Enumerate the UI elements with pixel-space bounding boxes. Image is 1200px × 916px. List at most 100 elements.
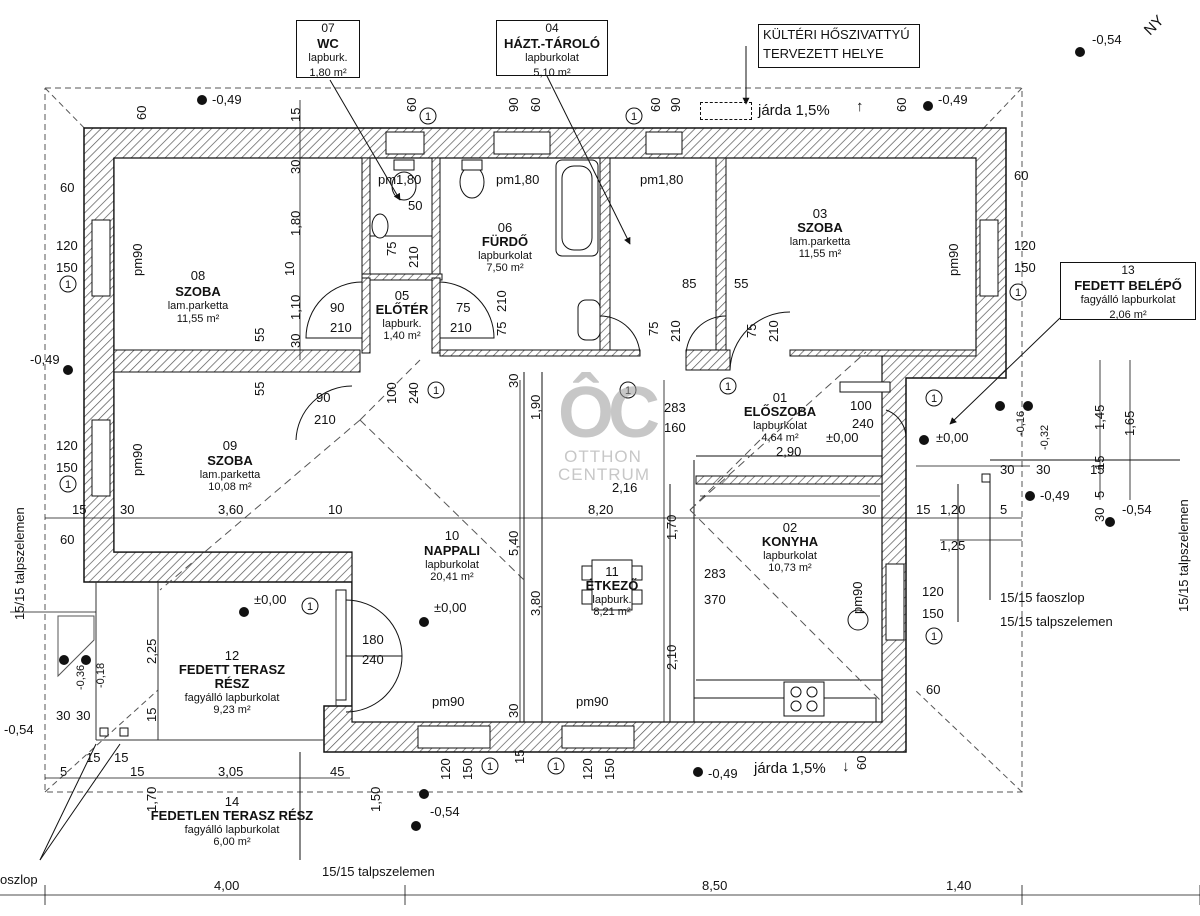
axis-number: 1 [625, 385, 631, 397]
axis-number: 1 [553, 761, 559, 773]
dim-value: 60 [60, 180, 74, 195]
dim-value: 210 [450, 320, 472, 335]
dim-value: 150 [460, 758, 475, 780]
level-value: -0,49 [938, 92, 968, 107]
room-06-no: 06 [498, 220, 512, 235]
level-value: -0,54 [1122, 502, 1152, 517]
dim-value: 15 [144, 708, 159, 722]
axis-number: 1 [425, 111, 431, 123]
dim-value: 240 [406, 382, 421, 404]
dim-value: 85 [682, 276, 696, 291]
doors [295, 281, 907, 713]
axis-number: 1 [433, 385, 439, 397]
dim-value: 100 [850, 398, 872, 413]
dim-value: 2,90 [776, 444, 801, 459]
dim-value: 1,90 [528, 395, 543, 420]
dim-value: 75 [384, 242, 399, 256]
dim-value: 60 [926, 682, 940, 697]
dim-value: 45 [330, 764, 344, 779]
dim-value: 30 [1092, 508, 1107, 522]
callout-tarolo-no: 04 [545, 21, 559, 35]
dim-value: 50 [408, 198, 422, 213]
level-value: -0,36 [75, 665, 87, 690]
dim-value: 15 [1092, 456, 1107, 470]
level-value: -0,54 [1092, 32, 1122, 47]
room-11-name: ÉTKEZŐ [586, 578, 639, 593]
dim-value: 55 [252, 382, 267, 396]
room-03-name: SZOBA [797, 220, 843, 235]
callout-heatpump-line2: TERVEZETT HELYE [763, 46, 884, 61]
dim-value: 120 [56, 438, 78, 453]
level-value: -0,54 [4, 722, 34, 737]
dim-value: 15 [86, 750, 100, 765]
callout-tarolo-finish: lapburkolat [525, 52, 579, 64]
dim-value: 60 [1014, 168, 1028, 183]
room-02-name: KONYHA [762, 534, 819, 549]
corner-label: NY [1141, 12, 1168, 39]
dim-value: 8,20 [588, 502, 613, 517]
level-markers [59, 47, 1115, 831]
room-08-finish: lam.parketta [168, 300, 229, 312]
room-10-name: NAPPALI [424, 543, 480, 558]
dim-value: 3,80 [528, 591, 543, 616]
room-14-name: FEDETLEN TERASZ RÉSZ [151, 808, 314, 823]
dim-value: 150 [602, 758, 617, 780]
dim-value: 120 [56, 238, 78, 253]
window-mark: pm90 [130, 243, 145, 276]
room-01-area: 4,64 m² [761, 432, 799, 444]
room-11-area: 8,21 m² [593, 606, 631, 618]
level-value: -0,54 [430, 804, 460, 819]
callout-wc-finish: lapburk. [308, 52, 348, 64]
talp-right-vertical: 15/15 talpszelemen [1176, 499, 1191, 612]
dim-value: 30 [1036, 462, 1050, 477]
dim-value: 5 [1000, 502, 1007, 517]
room-09-area: 10,08 m² [208, 481, 252, 493]
dim-value: 90 [316, 390, 330, 405]
dim-value: 1,10 [288, 295, 303, 320]
callout-heatpump-line1: KÜLTÉRI HŐSZIVATTYÚ [763, 27, 910, 42]
dim-value: 1,70 [144, 787, 159, 812]
room-01-no: 01 [773, 390, 787, 405]
interior [113, 157, 977, 723]
window-mark: pm90 [432, 694, 465, 709]
thin-lines [335, 235, 882, 723]
dim-value: 180 [362, 632, 384, 647]
dim-value: 15 [114, 750, 128, 765]
dim-value: 1,50 [368, 787, 383, 812]
dim-value: 210 [494, 290, 509, 312]
dim-value: 160 [664, 420, 686, 435]
room-03-area: 11,55 m² [799, 248, 842, 260]
dim-value: 150 [922, 606, 944, 621]
jarda-top-label: járda 1,5% [758, 102, 830, 119]
dim-value: 1,25 [940, 538, 965, 553]
axis-number: 1 [487, 761, 493, 773]
room-14-finish: fagyálló lapburkolat [185, 824, 280, 836]
dim-value: 1,65 [1122, 411, 1137, 436]
room-08-name: SZOBA [175, 284, 221, 299]
callout-tarolo-area: 5,10 m² [533, 67, 571, 79]
dim-value: 1,40 [946, 878, 971, 893]
dim-value: 3,05 [218, 764, 243, 779]
room-02-area: 10,73 m² [768, 562, 812, 574]
window-mark: pm1,80 [496, 172, 539, 187]
room-02-finish: lapburkolat [763, 550, 817, 562]
oszlop-label: oszlop [0, 872, 38, 887]
talpszelemen-bottom-label: 15/15 talpszelemen [322, 864, 435, 879]
dim-value: 1,20 [940, 502, 965, 517]
window-mark: pm90 [946, 243, 961, 276]
dim-value: 10 [328, 502, 342, 517]
level-value: ±0,00 [254, 592, 286, 607]
dim-value: 2,25 [144, 639, 159, 664]
callout-belepo-name: FEDETT BELÉPŐ [1074, 278, 1182, 293]
dim-value: 60 [528, 98, 543, 112]
room-05-area: 1,40 m² [383, 330, 421, 342]
dim-value: 5 [1092, 491, 1107, 498]
dim-value: 2,10 [664, 645, 679, 670]
jarda-bottom-label: járda 1,5% [754, 760, 826, 777]
leader-lines [39, 46, 1180, 861]
level-value: ±0,00 [826, 430, 858, 445]
room-03-no: 03 [813, 206, 827, 221]
dim-value: 210 [330, 320, 352, 335]
dim-value: 60 [894, 98, 909, 112]
dim-value: 283 [664, 400, 686, 415]
